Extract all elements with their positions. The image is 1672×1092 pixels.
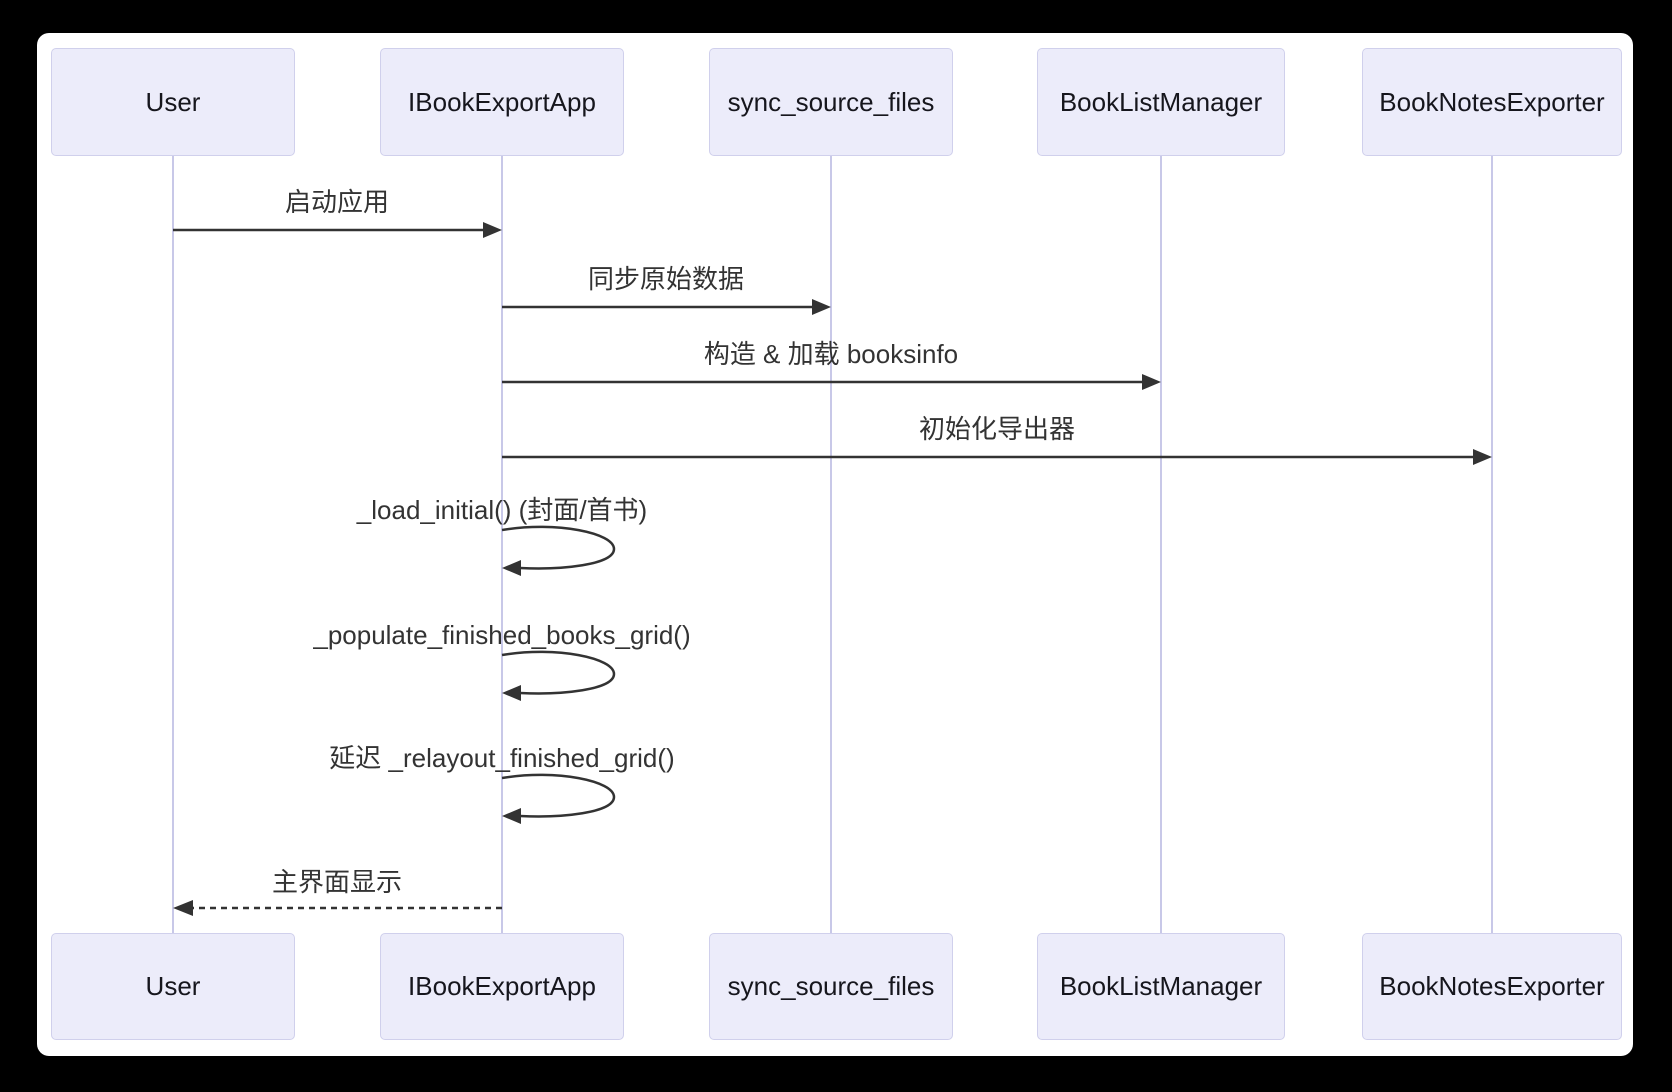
actor-label: sync_source_files [727, 971, 935, 1001]
self-loop-arrow-3 [501, 773, 616, 818]
message-label-1: 启动应用 [285, 187, 389, 217]
actor-box-booklistmanager-bottom: BookListManager [1037, 933, 1285, 1040]
message-label-6: _populate_finished_books_grid() [312, 620, 690, 650]
actor-label: sync_source_files [727, 86, 935, 117]
actor-box-sync-source-files-top: sync_source_files [709, 48, 953, 156]
message-label-5: _load_initial() (封面/首书) [356, 495, 647, 525]
actor-label: BookListManager [1059, 971, 1263, 1001]
actor-label: User [145, 86, 201, 117]
message-label-7: 延迟 _relayout_finished_grid() [329, 743, 674, 773]
actor-box-ibookexportapp-bottom: IBookExportApp [380, 933, 624, 1040]
sequence-diagram-svg: 启动应用 同步原始数据 构造 & 加载 booksinfo 初始化导出器 _lo… [172, 156, 1493, 933]
actor-label: IBookExportApp [408, 86, 596, 117]
message-label-2: 同步原始数据 [588, 264, 744, 294]
message-label-4: 初始化导出器 [919, 414, 1075, 444]
arrowhead-left-icon [173, 900, 193, 916]
actor-box-sync-source-files-bottom: sync_source_files [709, 933, 953, 1040]
arrowhead-right-icon [1473, 449, 1492, 465]
self-loop-arrow-2 [501, 650, 616, 695]
actor-label: BookNotesExporter [1379, 971, 1605, 1001]
arrowhead-right-icon [1142, 374, 1161, 390]
arrowhead-left-icon [502, 685, 521, 701]
arrowhead-right-icon [483, 222, 502, 238]
actor-label: BookListManager [1059, 86, 1263, 117]
actor-box-booknotesexporter-bottom: BookNotesExporter [1362, 933, 1622, 1040]
arrowhead-left-icon [502, 560, 521, 576]
message-label-3: 构造 & 加载 booksinfo [704, 339, 958, 369]
actor-box-user-top: User [51, 48, 295, 156]
self-loop-arrow-1 [501, 525, 616, 570]
diagram-canvas: 启动应用 同步原始数据 构造 & 加载 booksinfo 初始化导出器 _lo… [37, 33, 1633, 1056]
message-label-8: 主界面显示 [272, 867, 402, 897]
actor-label: BookNotesExporter [1379, 86, 1605, 117]
arrowhead-right-icon [812, 299, 831, 315]
actor-box-booknotesexporter-top: BookNotesExporter [1362, 48, 1622, 156]
actor-box-booklistmanager-top: BookListManager [1037, 48, 1285, 156]
actor-box-ibookexportapp-top: IBookExportApp [380, 48, 624, 156]
actor-label: User [145, 971, 201, 1001]
actor-box-user-bottom: User [51, 933, 295, 1040]
actor-label: IBookExportApp [408, 971, 596, 1001]
arrowhead-left-icon [502, 808, 521, 824]
